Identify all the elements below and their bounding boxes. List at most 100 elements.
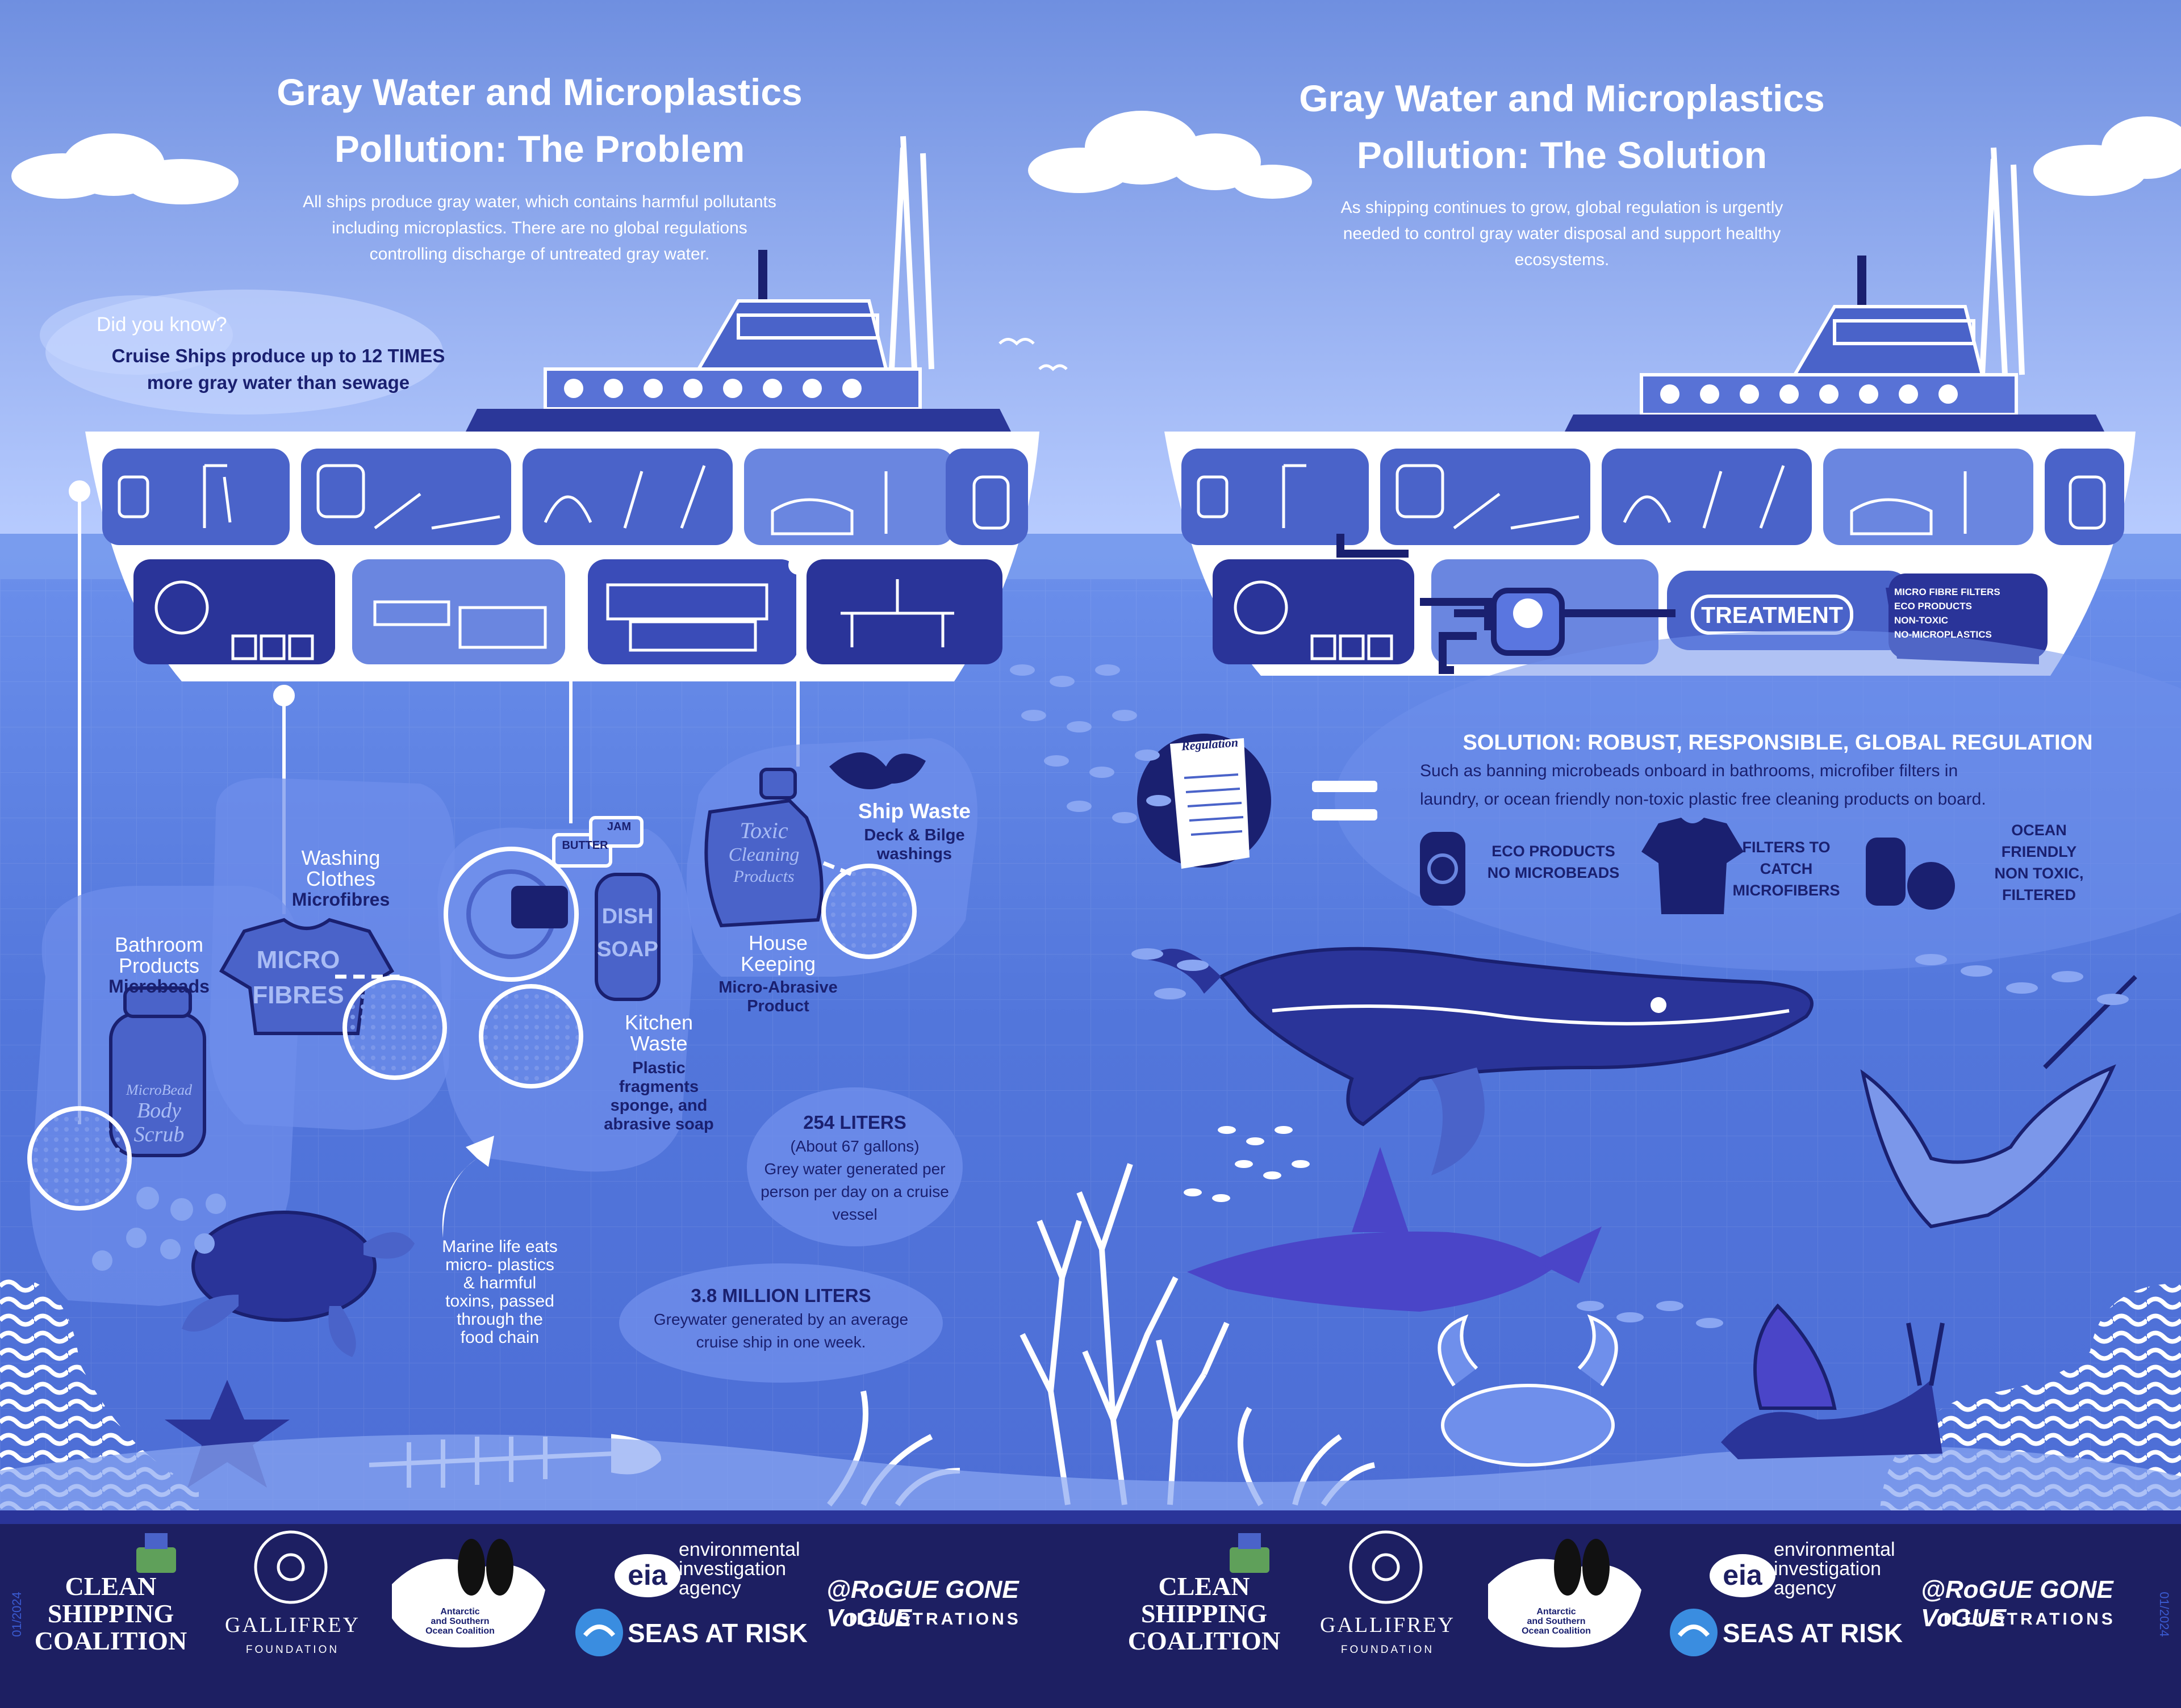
stat-254-bubble <box>747 1087 963 1246</box>
did-you-know-heading: Did you know? <box>97 313 227 336</box>
seas-at-risk-logo: SEAS AT RISK <box>628 1618 808 1648</box>
eco-line2: NO MICROBEADS <box>1487 864 1620 881</box>
bathroom-sub: Microbeads <box>108 976 210 997</box>
filters-line1: FILTERS TO <box>1742 839 1831 856</box>
dish-soap-line2: SOAP <box>597 937 658 961</box>
jug-line1: Toxic <box>739 818 788 843</box>
shrimp-icon <box>92 1187 226 1271</box>
housekeeping-sub1: Micro-Abrasive <box>718 978 838 997</box>
stat-3-8-l2: cruise ship in one week. <box>696 1333 866 1351</box>
cleaning-jug-icon <box>704 768 824 928</box>
stat-3-8-big: 3.8 MILLION LITERS <box>691 1285 871 1306</box>
solution-intro: As shipping continues to grow, global re… <box>1227 195 1897 273</box>
kitchen-sub4: abrasive soap <box>604 1115 714 1133</box>
bird-icon <box>998 338 1068 371</box>
asoc-line2: and Southern <box>431 1617 490 1626</box>
problem-title-line2: Pollution: The Problem <box>334 128 745 170</box>
eco-bottle-icon <box>1420 832 1465 906</box>
bathroom-line1: Bathroom <box>114 933 204 956</box>
filter-shirt-icon <box>1641 818 1744 914</box>
bottle-label: MicroBead Body Scrub <box>108 1082 210 1146</box>
housekeeping-label: House Keeping <box>693 932 863 974</box>
eia-r-line3: agency <box>1774 1577 1836 1599</box>
jug-line2: Cleaning <box>728 844 800 865</box>
stat-254-l4: vessel <box>832 1205 878 1223</box>
did-you-know-text: Cruise Ships produce up to 12 TIMES more… <box>80 342 477 396</box>
solution-heading: SOLUTION: ROBUST, RESPONSIBLE, GLOBAL RE… <box>1463 731 2093 755</box>
manta-ray-icon <box>1860 975 2137 1229</box>
problem-title: Gray Water and Microplastics Pollution: … <box>170 64 909 177</box>
marine-line2: micro- plastics <box>445 1255 554 1274</box>
marine-line5: through the <box>457 1310 543 1329</box>
stat-3-8: 3.8 MILLION LITERS Greywater generated b… <box>608 1283 954 1354</box>
eia-line3: agency <box>679 1577 741 1599</box>
dish-soap-label: DISH SOAP <box>596 900 659 966</box>
stat-254-big: 254 LITERS <box>803 1112 906 1133</box>
kitchen-line2: Waste <box>630 1032 688 1055</box>
stat-254: 254 LITERS (About 67 gallons) Grey water… <box>727 1110 983 1226</box>
filter-item-1: MICRO FIBRE FILTERS <box>1894 587 2000 597</box>
ship-waste-sub: Deck & Bilge washings <box>829 826 1000 864</box>
food-chain-arrow-icon <box>442 1136 494 1238</box>
did-you-know-bubble <box>40 290 443 415</box>
asoc-r-line1: Antarctic <box>1536 1607 1576 1617</box>
eia-logo: environmental investigation agency <box>679 1540 826 1598</box>
equals-icon <box>1312 781 1377 820</box>
ship-waste-title: Ship Waste <box>858 799 971 823</box>
eia-r-line1: environmental <box>1774 1539 1895 1560</box>
ocean-friendly-label: OCEAN FRIENDLY NON TOXIC, FILTERED <box>1977 819 2101 906</box>
problem-title-line1: Gray Water and Microplastics <box>277 71 803 113</box>
coral-left <box>0 1277 199 1510</box>
filter-item-2: ECO PRODUCTS <box>1894 601 1972 612</box>
butter-label: BUTTER <box>562 839 608 852</box>
solution-title-line1: Gray Water and Microplastics <box>1299 77 1825 119</box>
solution-body: Such as banning microbeads onboard in ba… <box>1374 757 2170 814</box>
snail-icon <box>1721 1303 1945 1459</box>
regulation-doc-icon <box>1170 738 1250 869</box>
solution-cloud <box>1335 630 2181 971</box>
plate-icon <box>444 847 579 982</box>
shirt-line2: FIBRES <box>252 981 344 1009</box>
clean-shipping-logo: CLEAN SHIPPING COALITION <box>28 1573 193 1655</box>
kitchen-line1: Kitchen <box>624 1011 693 1034</box>
date-tag-right: 01/2024 <box>2157 1592 2171 1637</box>
solution-body-line2: laundry, or ocean friendly non-toxic pla… <box>1420 790 1986 809</box>
eia-r-line2: investigation <box>1774 1558 1882 1580</box>
stat-3-8-l1: Greywater generated by an average <box>653 1311 909 1328</box>
ocean-line1: OCEAN <box>2011 822 2067 839</box>
kitchen-label: Kitchen Waste <box>585 1012 733 1054</box>
laundry-line1: Washing <box>301 846 381 869</box>
laundry-sub: Microfibres <box>291 889 390 910</box>
bottle-line2: Body <box>136 1099 182 1123</box>
asoc-r-line2: and Southern <box>1527 1617 1586 1626</box>
problem-intro: All ships produce gray water, which cont… <box>204 189 875 267</box>
footer-bar <box>0 1510 2181 1708</box>
jug-label: Toxic Cleaning Products <box>704 818 824 887</box>
eco-line1: ECO PRODUCTS <box>1491 843 1615 860</box>
rogue-logo-right: @RoGUE GONE VoGUE <box>1921 1576 2113 1632</box>
eia-mark: eia <box>628 1559 667 1591</box>
clean-line3: COALITION <box>34 1626 187 1655</box>
solution-intro-line2: needed to control gray water disposal an… <box>1343 224 1781 243</box>
eia-line2: investigation <box>679 1558 787 1580</box>
butter-tub-icon <box>552 816 644 868</box>
gallifrey-logo: GALLIFREY <box>224 1613 361 1637</box>
stat-254-l2: Grey water generated per <box>764 1160 946 1178</box>
laundry-label: Washing Clothes Microfibres <box>239 847 443 910</box>
did-you-know-line2: more gray water than sewage <box>147 372 410 393</box>
eia-mark-right: eia <box>1723 1559 1762 1591</box>
microfibre-magnifier <box>342 976 447 1080</box>
cloud-icon <box>11 111 2181 204</box>
eia-line1: environmental <box>679 1539 800 1560</box>
filters-line3: MICROFIBERS <box>1732 882 1840 899</box>
date-tag-left: 01/2024 <box>9 1592 24 1637</box>
shark-icon <box>1187 1147 1602 1312</box>
eco-products-label: ECO PRODUCTS NO MICROBEADS <box>1471 840 1636 884</box>
solution-title-line2: Pollution: The Solution <box>1356 134 1768 176</box>
clean-r-line3: COALITION <box>1127 1626 1281 1655</box>
whale-icon <box>1147 947 1814 1175</box>
kitchen-sub3: sponge, and <box>610 1096 708 1115</box>
clean-shipping-logo-right: CLEAN SHIPPING COALITION <box>1122 1573 1286 1655</box>
asoc-line3: Ocean Coalition <box>425 1626 495 1636</box>
